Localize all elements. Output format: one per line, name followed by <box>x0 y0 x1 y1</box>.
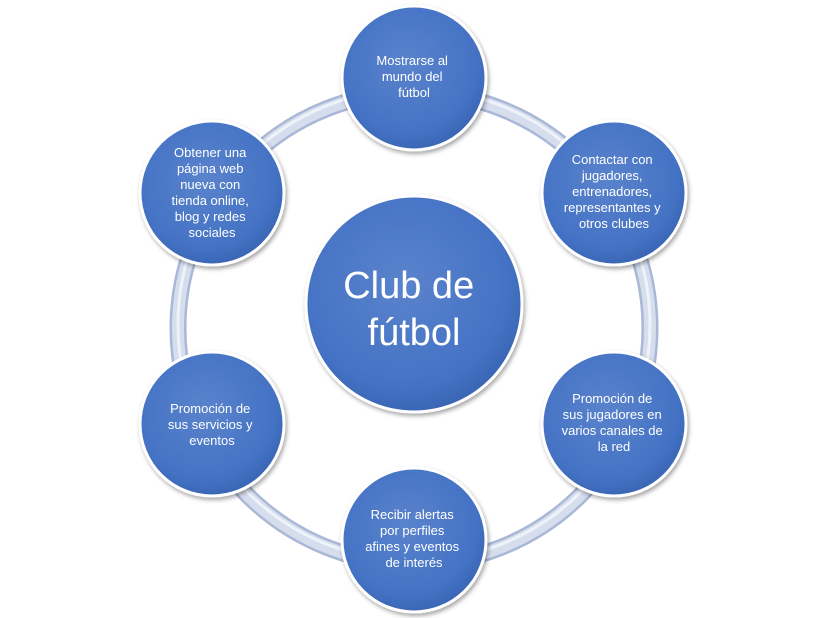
node-line: sus servicios y <box>168 417 253 432</box>
node-line: sociales <box>189 225 236 240</box>
node-line: Obtener una <box>174 145 247 160</box>
node-line: por perfiles <box>380 523 445 538</box>
node-promocion-servicios: Promoción de sus servicios y eventos <box>138 350 286 498</box>
center-node-line: fútbol <box>368 312 461 354</box>
node-line: sus jugadores en <box>563 407 662 422</box>
node-text: Promoción de sus jugadores en varios can… <box>562 391 667 454</box>
node-line: otros clubes <box>579 216 650 231</box>
center-node-line: Club de <box>343 265 474 307</box>
node-line: Contactar con <box>572 152 653 167</box>
node-text: Obtener una página web nueva con tienda … <box>172 145 253 240</box>
node-line: nueva con <box>180 177 240 192</box>
node-contactar: Contactar con jugadores, entrenadores, r… <box>540 119 688 267</box>
node-line: Recibir alertas <box>371 507 455 522</box>
node-line: afines y eventos <box>365 539 459 554</box>
node-line: Promoción de <box>170 401 250 416</box>
node-line: blog y redes <box>175 209 246 224</box>
center-node-text: Club de fútbol <box>343 265 485 354</box>
node-line: Promoción de <box>572 391 652 406</box>
node-text: Promoción de sus servicios y eventos <box>168 401 256 448</box>
node-text: Contactar con jugadores, entrenadores, r… <box>564 152 664 231</box>
node-line: mundo del <box>382 69 443 84</box>
node-promocion-jugadores: Promoción de sus jugadores en varios can… <box>540 350 688 498</box>
node-line: varios canales de <box>562 423 663 438</box>
node-line: la red <box>598 439 631 454</box>
node-line: jugadores, <box>581 168 643 183</box>
node-line: eventos <box>189 433 235 448</box>
node-line: tienda online, <box>172 193 249 208</box>
node-pagina-web: Obtener una página web nueva con tienda … <box>138 119 286 267</box>
node-mostrarse: Mostrarse al mundo del fútbol <box>340 4 488 152</box>
center-node: Club de fútbol <box>304 194 524 414</box>
node-line: entrenadores, <box>572 184 652 199</box>
node-line: página web <box>177 161 244 176</box>
node-text: Recibir alertas por perfiles afines y ev… <box>365 507 463 570</box>
node-text: Mostrarse al mundo del fútbol <box>376 53 451 100</box>
node-recibir-alertas: Recibir alertas por perfiles afines y ev… <box>340 466 488 614</box>
node-line: Mostrarse al <box>376 53 448 68</box>
node-line: de interés <box>385 555 443 570</box>
node-line: representantes y <box>564 200 661 215</box>
node-line: fútbol <box>398 85 430 100</box>
